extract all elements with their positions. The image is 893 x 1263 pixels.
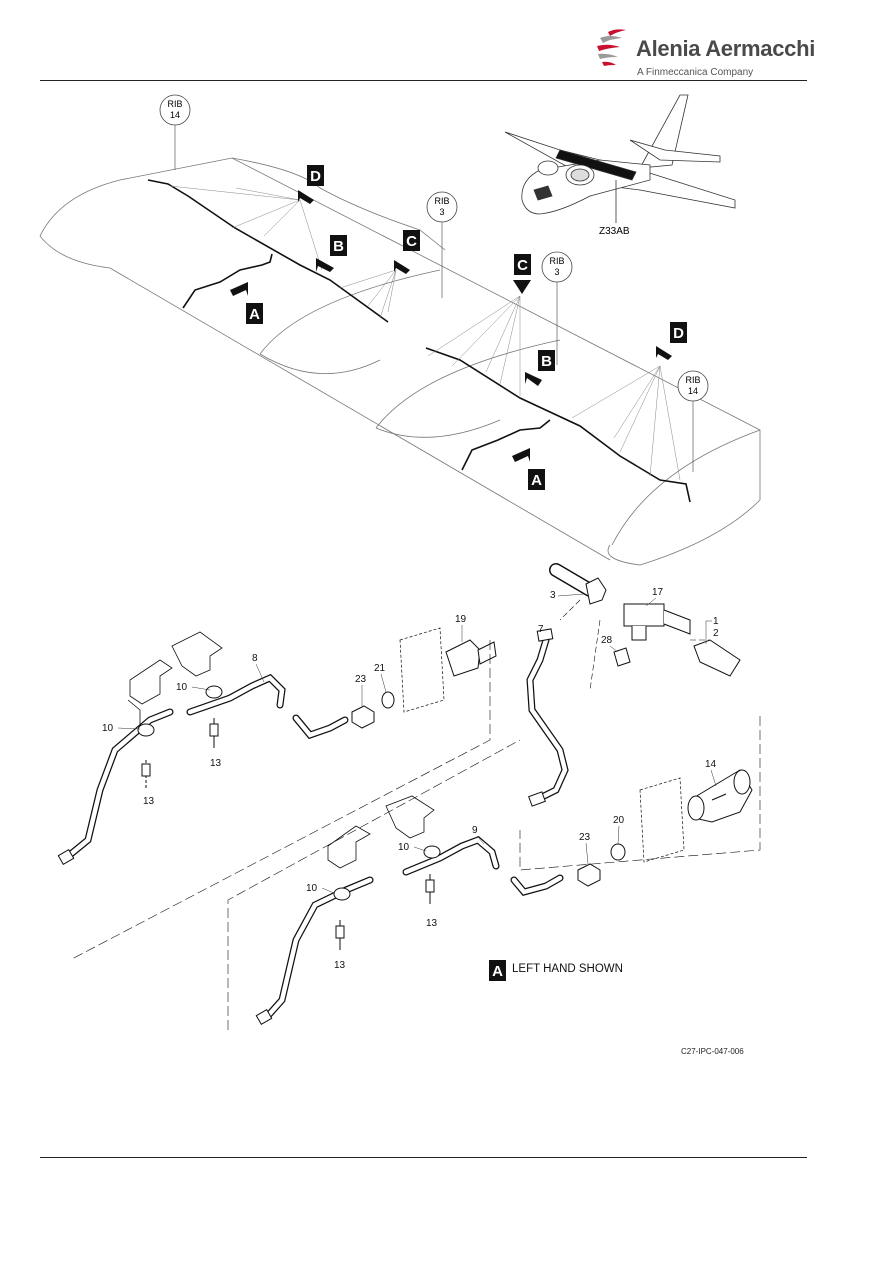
wing-pipe-left (147, 179, 389, 323)
svg-text:7: 7 (538, 624, 544, 635)
svg-text:A: A (531, 472, 542, 489)
svg-text:RIB: RIB (434, 196, 449, 206)
rib-callout-14-right: RIB 14 (677, 370, 709, 472)
svg-text:13: 13 (426, 918, 438, 929)
svg-text:C: C (517, 257, 528, 274)
svg-text:8: 8 (252, 653, 258, 664)
svg-text:10: 10 (176, 682, 188, 693)
svg-text:28: 28 (601, 635, 613, 646)
svg-text:13: 13 (210, 758, 222, 769)
svg-text:D: D (310, 168, 321, 185)
aircraft-zone-label: Z33AB (599, 226, 630, 237)
svg-text:3: 3 (554, 267, 559, 277)
footer-divider (40, 1157, 807, 1158)
svg-text:A: A (249, 306, 260, 323)
rib-callout-14-left: RIB 14 (159, 94, 191, 170)
wing-pipe-left-leaders (169, 185, 397, 319)
svg-text:20: 20 (613, 815, 625, 826)
svg-text:RIB: RIB (549, 256, 564, 266)
brand-name: Alenia Aermacchi (636, 36, 816, 61)
view-marker-c-left: C (394, 230, 420, 274)
callout-labels: 8 10 10 13 13 23 21 19 3 17 1 2 7 28 14 … (102, 587, 719, 971)
wing-outline (39, 157, 761, 566)
svg-text:RIB: RIB (685, 375, 700, 385)
svg-text:3: 3 (550, 590, 556, 601)
view-marker-d-left: D (298, 165, 324, 204)
svg-text:10: 10 (102, 723, 114, 734)
svg-text:C: C (406, 233, 417, 250)
svg-text:RIB: RIB (167, 99, 182, 109)
svg-text:9: 9 (472, 825, 478, 836)
svg-text:23: 23 (579, 832, 591, 843)
company-logo: Alenia Aermacchi A Finmeccanica Company (594, 26, 815, 82)
svg-text:2: 2 (713, 628, 719, 639)
svg-text:14: 14 (705, 759, 717, 770)
figure-reference-code: C27-IPC-047-006 (681, 1047, 744, 1056)
svg-text:23: 23 (355, 674, 367, 685)
svg-text:13: 13 (334, 960, 346, 971)
wing-pipe-right-leaders (427, 295, 681, 481)
view-marker-b-right: B (525, 350, 555, 386)
view-marker-d-right: D (656, 322, 687, 360)
rib-callout-3-right: RIB 3 (541, 251, 573, 365)
svg-text:B: B (333, 238, 344, 255)
view-marker-a-right: A (512, 448, 545, 490)
svg-text:10: 10 (306, 883, 318, 894)
brand-tagline: A Finmeccanica Company (637, 67, 754, 78)
svg-text:A: A (492, 963, 503, 980)
svg-text:3: 3 (439, 207, 444, 217)
svg-text:14: 14 (170, 110, 180, 120)
svg-text:21: 21 (374, 663, 386, 674)
view-caption: LEFT HAND SHOWN (512, 963, 623, 975)
aircraft-locator-icon (504, 94, 736, 223)
detail-upper-left (57, 627, 497, 961)
svg-text:B: B (541, 353, 552, 370)
svg-text:D: D (673, 325, 684, 342)
view-marker-a-left: A (230, 282, 263, 324)
rib-callout-3-left: RIB 3 (426, 191, 458, 298)
logo-mark-icon (597, 29, 626, 66)
detail-lower (227, 716, 761, 1030)
detail-upper-right (526, 563, 741, 807)
svg-text:19: 19 (455, 614, 467, 625)
view-marker-c-right: C (513, 254, 531, 294)
svg-text:17: 17 (652, 587, 664, 598)
svg-text:14: 14 (688, 386, 698, 396)
wing-pipe-right (425, 347, 691, 503)
svg-text:13: 13 (143, 796, 155, 807)
caption-view-marker: A (489, 960, 506, 981)
header-divider (40, 80, 807, 81)
svg-text:1: 1 (713, 616, 719, 627)
svg-text:10: 10 (398, 842, 410, 853)
view-marker-b-left: B (316, 235, 347, 272)
